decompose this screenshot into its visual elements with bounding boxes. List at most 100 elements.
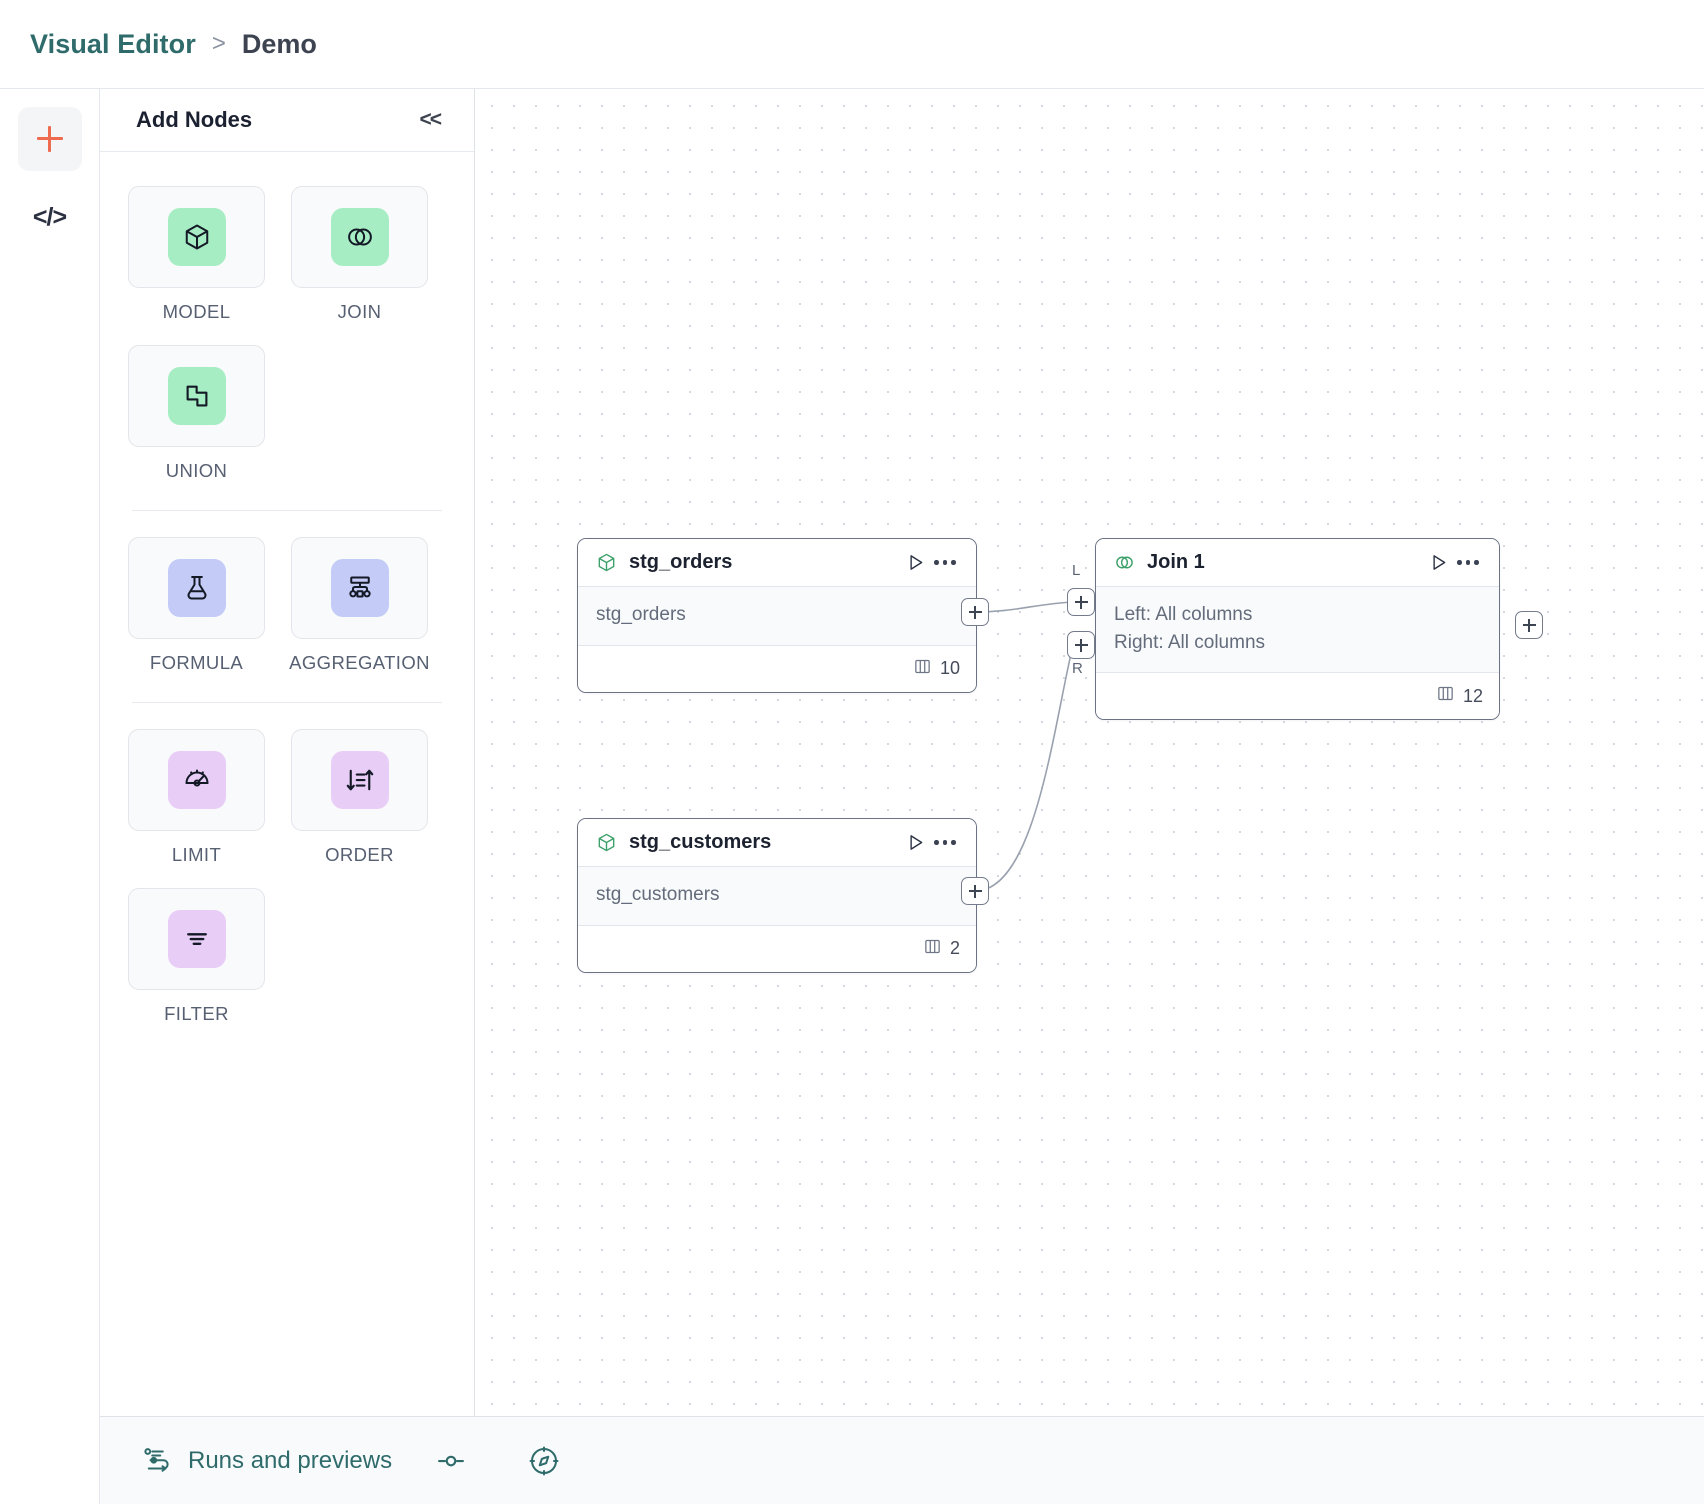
node-group-modifiers: LIMIT ORDER [128, 729, 446, 1025]
node-type-join-tile[interactable] [291, 186, 428, 288]
node-type-limit-label: LIMIT [171, 844, 222, 865]
node-type-union-tile[interactable] [128, 345, 265, 447]
node-type-model[interactable]: MODEL [128, 186, 265, 323]
add-nodes-panel: Add Nodes << MODEL [100, 89, 475, 1504]
node-body-line-left: Left: All columns [1114, 604, 1253, 625]
node-type-aggregation-label: AGGREGATION [289, 652, 430, 673]
breadcrumb-separator: > [211, 30, 226, 57]
panel-divider-1 [132, 510, 442, 511]
node-type-model-label: MODEL [162, 301, 231, 322]
columns-icon [913, 657, 932, 681]
collapse-panel-button[interactable]: << [419, 108, 441, 131]
node-type-aggregation[interactable]: AGGREGATION [289, 537, 430, 674]
order-icon [330, 751, 389, 809]
cube-icon [596, 552, 618, 574]
node-type-limit[interactable]: LIMIT [128, 729, 265, 866]
node-title: Join 1 [1147, 551, 1205, 573]
output-handle-join-1[interactable] [1515, 611, 1543, 639]
run-node-button[interactable] [1423, 549, 1453, 577]
editor-shell: </> Add Nodes << [0, 88, 1704, 1504]
column-count: 10 [939, 658, 960, 679]
node-body: stg_orders [578, 587, 976, 646]
add-nodes-body: MODEL JOIN [100, 152, 474, 1504]
canvas-node-stg-orders[interactable]: stg_orders stg_orders [577, 538, 977, 693]
input-handle-join-left[interactable] [1067, 588, 1095, 616]
edge-orders-to-join-left [974, 601, 1074, 613]
edge-connections [974, 601, 1074, 892]
cube-icon [167, 208, 226, 266]
node-type-filter[interactable]: FILTER [128, 888, 265, 1025]
node-type-formula-tile[interactable] [128, 537, 265, 639]
node-type-order-label: ORDER [325, 844, 394, 865]
ellipsis-icon [934, 560, 956, 565]
columns-icon [1436, 684, 1455, 708]
node-type-filter-label: FILTER [164, 1003, 229, 1024]
node-title: stg_orders [629, 551, 733, 573]
node-type-union[interactable]: UNION [128, 345, 265, 482]
node-type-join[interactable]: JOIN [291, 186, 428, 323]
code-view-button[interactable]: </> [18, 185, 82, 249]
node-type-union-label: UNION [165, 460, 228, 481]
input-handle-join-right[interactable] [1067, 631, 1095, 659]
page-title: Demo [241, 28, 317, 59]
venn-icon [1114, 552, 1136, 574]
node-type-order-tile[interactable] [291, 729, 428, 831]
node-type-formula[interactable]: FORMULA [128, 537, 265, 674]
node-menu-button[interactable] [930, 829, 960, 857]
filter-icon [167, 910, 226, 968]
node-type-filter-tile[interactable] [128, 888, 265, 990]
plus-icon [36, 126, 63, 152]
node-body: stg_customers [578, 867, 976, 926]
ellipsis-icon [934, 840, 956, 845]
compass-icon[interactable] [528, 1445, 560, 1477]
node-type-order[interactable]: ORDER [291, 729, 428, 866]
ellipsis-icon [1457, 560, 1479, 565]
node-header: stg_orders [578, 539, 976, 587]
edge-customers-to-join-right [974, 644, 1074, 892]
run-node-button[interactable] [900, 829, 930, 857]
add-nodes-header: Add Nodes << [100, 89, 474, 152]
node-title: stg_customers [629, 831, 772, 853]
node-header: stg_customers [578, 819, 976, 867]
node-footer: 2 [578, 925, 976, 972]
node-type-model-tile[interactable] [128, 186, 265, 288]
runs-pipeline-icon [142, 1446, 172, 1476]
output-handle-stg-orders[interactable] [961, 598, 989, 626]
node-menu-button[interactable] [930, 549, 960, 577]
handle-label-right: R [1072, 660, 1083, 677]
column-count: 12 [1462, 685, 1483, 706]
columns-icon [923, 937, 942, 961]
node-body-line: stg_orders [596, 604, 686, 625]
aggregation-icon [330, 559, 389, 617]
node-body-line: stg_customers [596, 884, 720, 905]
node-type-aggregation-tile[interactable] [291, 537, 428, 639]
run-node-button[interactable] [900, 549, 930, 577]
node-header: Join 1 [1096, 539, 1499, 587]
add-node-button[interactable] [17, 107, 82, 171]
bottom-toolbar: Runs and previews [100, 1416, 1704, 1504]
flow-canvas[interactable]: stg_orders stg_orders [475, 89, 1704, 1504]
node-menu-button[interactable] [1453, 549, 1483, 577]
code-icon: </> [32, 202, 67, 231]
node-footer: 12 [1096, 673, 1499, 720]
canvas-node-stg-customers[interactable]: stg_customers stg_customers [577, 818, 977, 973]
add-nodes-title: Add Nodes [136, 107, 253, 132]
node-type-formula-label: FORMULA [149, 652, 244, 673]
output-handle-stg-customers[interactable] [961, 877, 989, 905]
canvas-node-join-1[interactable]: Join 1 Left: All columns Right: All colu… [1095, 538, 1500, 721]
column-count: 2 [949, 938, 960, 959]
breadcrumb: Visual Editor > Demo [0, 0, 1704, 88]
runs-and-previews-button[interactable]: Runs and previews [142, 1446, 392, 1476]
runs-and-previews-label: Runs and previews [188, 1446, 393, 1474]
node-body: Left: All columns Right: All columns [1096, 587, 1499, 674]
left-rail: </> [0, 89, 100, 1504]
node-group-sources: MODEL JOIN [128, 186, 446, 482]
node-group-transforms: FORMULA [128, 537, 446, 674]
node-type-limit-tile[interactable] [128, 729, 265, 831]
flask-icon [167, 559, 226, 617]
union-icon [167, 367, 226, 425]
handle-label-left: L [1072, 562, 1081, 579]
breadcrumb-root[interactable]: Visual Editor [30, 28, 196, 59]
slider-handle-icon[interactable] [434, 1444, 468, 1478]
cube-icon [596, 832, 618, 854]
